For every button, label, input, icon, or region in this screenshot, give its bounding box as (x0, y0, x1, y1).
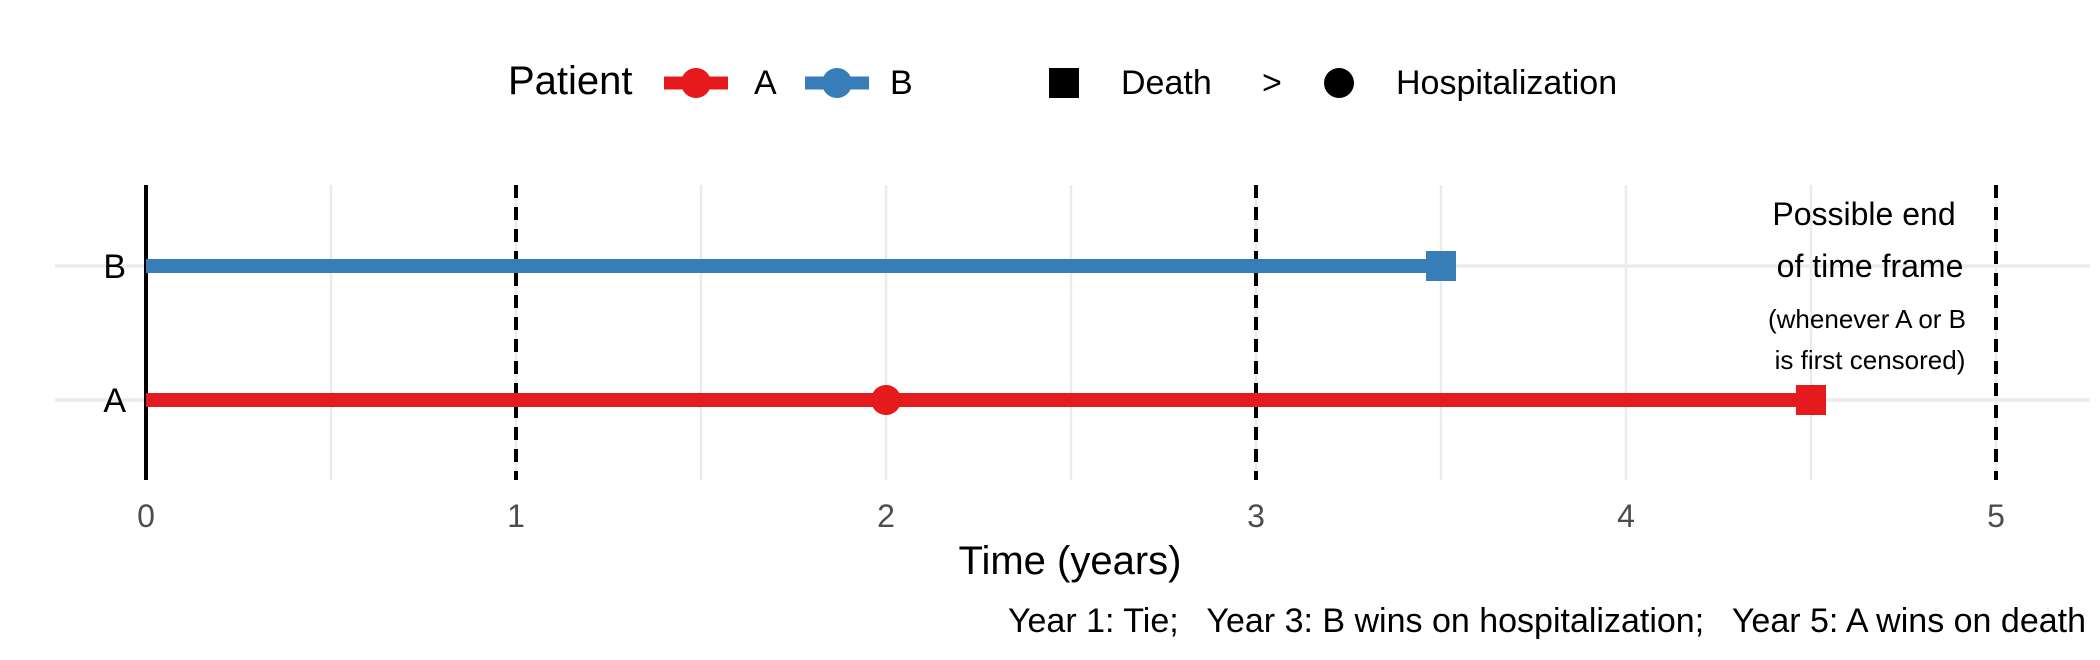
legend-label: B (890, 64, 913, 102)
reference-lines (514, 185, 1998, 480)
legend-label: Death (1121, 64, 1212, 102)
y-category-label: B (103, 248, 126, 286)
legend: Patient A B Death > Hospitalization (508, 59, 1617, 103)
death-marker (1426, 251, 1456, 281)
annotation-line: (whenever A or B (1768, 304, 1966, 334)
death-marker (1796, 385, 1826, 415)
x-tick-label: 3 (1247, 498, 1265, 534)
annotation-line: Possible end (1772, 196, 1955, 232)
legend-marker (681, 68, 711, 98)
annotation-line: of time frame (1777, 248, 1964, 284)
x-tick-labels: 0 1 2 3 4 5 (137, 498, 2005, 534)
x-axis-title: Time (years) (959, 539, 1182, 583)
legend-hospitalization-circle-icon (1324, 68, 1354, 98)
series (146, 251, 1826, 415)
x-tick-label: 1 (507, 498, 525, 534)
legend-death-square-icon (1049, 68, 1079, 98)
legend-title: Patient (508, 59, 633, 103)
annotation-line: is first censored) (1775, 345, 1966, 375)
x-tick-label: 2 (877, 498, 895, 534)
legend-label: A (754, 64, 777, 102)
y-category-label: A (103, 382, 126, 420)
end-annotation: Possible end of time frame (whenever A o… (1768, 196, 1966, 375)
hospitalization-marker (871, 385, 901, 415)
x-tick-label: 4 (1617, 498, 1635, 534)
legend-marker (822, 68, 852, 98)
caption: Year 1: Tie; Year 3: B wins on hospitali… (1008, 602, 2086, 640)
x-tick-label: 0 (137, 498, 155, 534)
y-category-labels: AB (103, 248, 126, 420)
legend-label: Hospitalization (1396, 64, 1617, 102)
x-tick-label: 5 (1987, 498, 2005, 534)
legend-label: > (1262, 64, 1282, 102)
